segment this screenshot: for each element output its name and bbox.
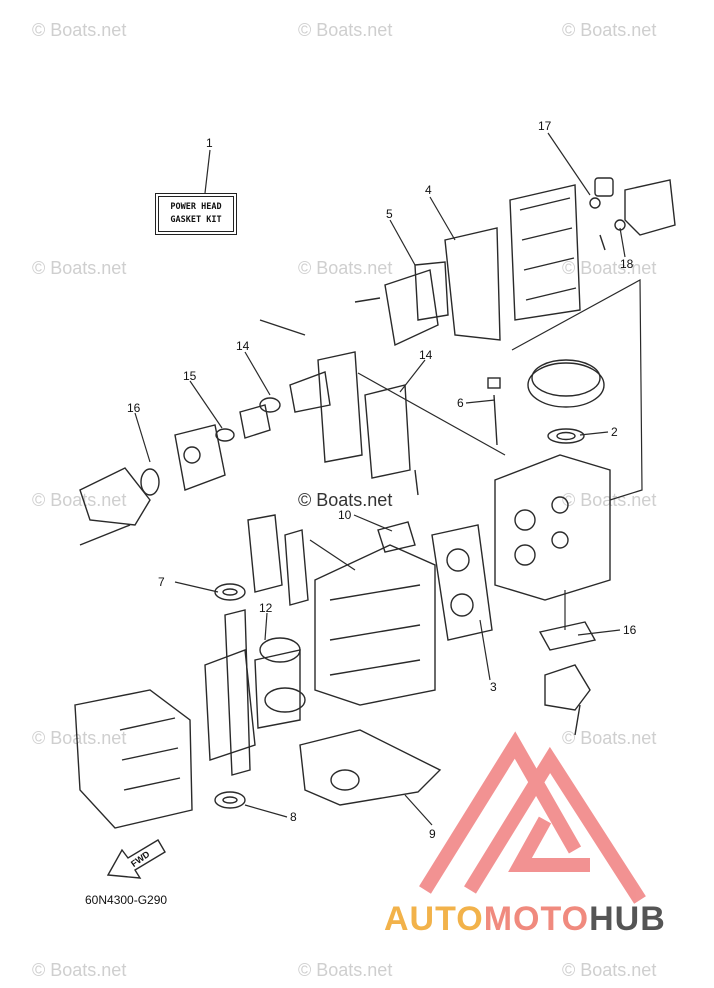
frame-line (357, 372, 506, 456)
head-cover-gasket (444, 227, 501, 341)
cylinder-head-cover (509, 184, 581, 321)
brand-auto: AUTO (384, 900, 484, 938)
oil-seal-7 (214, 583, 246, 601)
leader-15 (134, 412, 151, 463)
watermark: © Boats.net (32, 960, 127, 980)
callout-3: 3 (490, 680, 497, 694)
leader-2 (579, 431, 609, 436)
watermark: © Boats.net (298, 258, 393, 278)
o-ring-15 (140, 468, 160, 496)
oil-seal-8 (214, 791, 246, 809)
piston-lower (264, 687, 306, 713)
leader-18 (619, 227, 626, 258)
watermark: © Boats.net (562, 960, 657, 980)
water-pump-housing (544, 664, 591, 711)
leader-14a (244, 351, 271, 396)
callout-2: 2 (611, 425, 618, 439)
callout-8: 8 (290, 810, 297, 824)
callout-16: 16 (623, 623, 637, 637)
leader-14b (189, 380, 223, 429)
cover-plate (247, 514, 283, 593)
intake-gasket (364, 384, 411, 479)
water-pump-gasket (538, 621, 597, 651)
callout-14b: 15 (183, 369, 197, 383)
exhaust-plate-gasket (384, 269, 439, 347)
head-gasket (431, 524, 493, 641)
oil-seal-2 (547, 428, 585, 444)
callout-5: 5 (386, 207, 393, 221)
thermostat (594, 177, 614, 197)
watermark: © Boats.net (562, 20, 657, 40)
cylinder-head (494, 454, 611, 601)
watermark: © Boats.net (32, 20, 127, 40)
silencer (79, 467, 151, 526)
kit-line-1: POWER HEAD (170, 202, 222, 212)
leader-3 (479, 619, 491, 681)
callout-18: 18 (620, 257, 634, 271)
gasket-10 (377, 521, 416, 553)
callout-4: 4 (425, 183, 432, 197)
leader-5 (389, 219, 416, 266)
watermark: © Boats.net (32, 490, 127, 510)
watermark: © Boats.net (298, 960, 393, 980)
thermostat-cover (624, 179, 676, 236)
callout-15: 16 (127, 401, 141, 415)
pulley (527, 362, 605, 408)
leader-9 (404, 794, 433, 826)
o-ring-18 (614, 219, 626, 231)
callout-13: 14 (419, 348, 433, 362)
callout-9: 9 (429, 827, 436, 841)
automotohub-logo (419, 731, 646, 904)
crankcase (314, 544, 436, 706)
valve-part (487, 377, 501, 389)
exhaust-cover (74, 689, 193, 829)
spacer (239, 404, 271, 439)
o-ring-17 (589, 197, 601, 209)
intake-manifold (317, 351, 363, 463)
watermark: © Boats.net (562, 490, 657, 510)
watermark: © Boats.net (298, 490, 393, 510)
cover-gasket (284, 529, 309, 606)
callout-1: 1 (206, 136, 213, 150)
leader-8 (244, 804, 288, 818)
frame-line (309, 539, 356, 571)
leader-13 (399, 359, 426, 393)
callout-17: 17 (538, 119, 552, 133)
piston-upper (259, 637, 301, 663)
fwd-arrow (106, 839, 166, 879)
diagram-code: 60N4300-G290 (85, 893, 168, 907)
frame-line (511, 278, 643, 501)
watermark: © Boats.net (298, 20, 393, 40)
callout-6: 6 (457, 396, 464, 410)
watermark: © Boats.net (562, 728, 657, 748)
gasket-14a (259, 397, 281, 413)
watermark: © Boats.net (562, 258, 657, 278)
leader-12 (264, 612, 268, 641)
leader-10 (353, 514, 393, 532)
leader-7 (174, 581, 219, 593)
leader-16 (577, 629, 621, 636)
carburetor (174, 424, 226, 491)
leader-1 (204, 149, 211, 194)
brand-hub: HUB (589, 900, 666, 938)
callout-7: 7 (158, 575, 165, 589)
crankshaft (224, 609, 251, 776)
callout-12: 12 (259, 601, 273, 615)
brand-moto: MOTO (483, 900, 590, 938)
watermark: © Boats.net (32, 258, 127, 278)
gasket-14b (215, 428, 235, 442)
callout-14a: 14 (236, 339, 250, 353)
callout-10: 10 (338, 508, 352, 522)
leader-4 (429, 196, 456, 241)
exhaust-gasket (299, 729, 442, 806)
leader-6 (465, 399, 496, 404)
watermark: © Boats.net (32, 728, 127, 748)
automotohub-brand: AUTOMOTOHUB (384, 900, 666, 939)
leader-17 (547, 132, 591, 196)
kit-line-2: GASKET KIT (170, 215, 222, 225)
gasket-kit-label: POWER HEAD GASKET KIT (155, 193, 237, 235)
